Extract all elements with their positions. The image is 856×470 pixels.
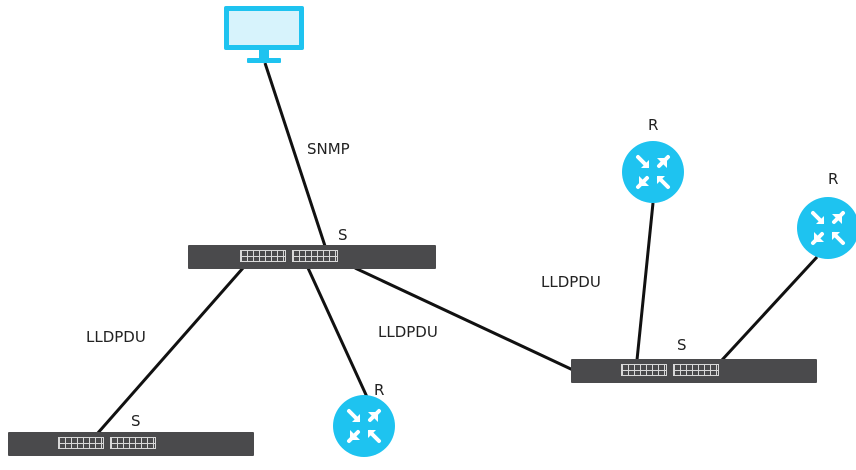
link-monitor-to-switch-center — [263, 62, 327, 247]
switch-label-bottom-left: S — [131, 412, 141, 430]
router-bottom — [333, 395, 395, 457]
switch-ports — [58, 437, 156, 451]
router-label-bottom: R — [374, 381, 385, 399]
link-switch-center-to-switch-bottom-left — [95, 267, 245, 435]
router-top — [622, 141, 684, 203]
switch-label-right: S — [677, 336, 687, 354]
router-arrows-icon — [811, 211, 845, 245]
monitor-icon — [222, 4, 306, 64]
switch-center — [188, 245, 436, 269]
link-switch-center-to-router-bottom — [306, 267, 369, 398]
link-switch-center-to-switch-right — [354, 266, 574, 372]
link-router-top-to-switch-right — [635, 202, 655, 361]
switch-bottom-left — [8, 432, 254, 456]
router-right — [797, 197, 856, 259]
link-router-right-to-switch-right — [720, 255, 819, 362]
lldpdu-label-middle: LLDPDU — [378, 323, 438, 341]
lldpdu-label-right: LLDPDU — [541, 273, 601, 291]
port-block — [292, 250, 338, 262]
port-block — [110, 437, 156, 449]
router-arrows-icon — [347, 409, 381, 443]
router-label-top: R — [648, 116, 659, 134]
port-block — [621, 364, 667, 376]
router-label-right: R — [828, 170, 839, 188]
switch-ports — [240, 250, 338, 264]
router-arrows-icon — [636, 155, 670, 189]
switch-ports — [621, 364, 719, 378]
lldpdu-label-left: LLDPDU — [86, 328, 146, 346]
snmp-label: SNMP — [307, 140, 350, 158]
port-block — [673, 364, 719, 376]
switch-right — [571, 359, 817, 383]
switch-label-center: S — [338, 226, 348, 244]
port-block — [58, 437, 104, 449]
port-block — [240, 250, 286, 262]
